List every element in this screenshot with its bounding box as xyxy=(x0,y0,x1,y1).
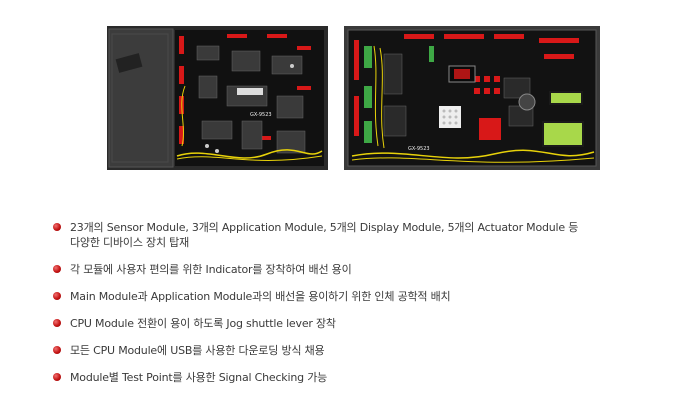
feature-text: Main Module과 Application Module과의 배선을 용이… xyxy=(70,290,451,303)
feature-text: CPU Module 전환이 용이 하도록 Jog shuttle lever … xyxy=(70,317,336,330)
feature-item: 모든 CPU Module에 USB를 사용한 다운로딩 방식 채용 xyxy=(53,343,653,358)
bullet-icon xyxy=(53,346,61,354)
board-label: GX-9523 xyxy=(250,112,272,118)
bullet-icon xyxy=(53,292,61,300)
feature-item: CPU Module 전환이 용이 하도록 Jog shuttle lever … xyxy=(53,316,653,331)
feature-text: 모든 CPU Module에 USB를 사용한 다운로딩 방식 채용 xyxy=(70,344,325,357)
bullet-icon xyxy=(53,265,61,273)
feature-item: Main Module과 Application Module과의 배선을 용이… xyxy=(53,289,653,304)
product-image-board: GX-9523 xyxy=(344,26,600,170)
feature-text-continued: 다양한 디바이스 장치 탑재 xyxy=(70,236,190,249)
feature-text: 각 모듈에 사용자 편의를 위한 Indicator를 장착하여 배선 용이 xyxy=(70,263,352,276)
feature-item: 각 모듈에 사용자 편의를 위한 Indicator를 장착하여 배선 용이 xyxy=(53,262,653,277)
bullet-icon xyxy=(53,373,61,381)
feature-item: 23개의 Sensor Module, 3개의 Application Modu… xyxy=(53,220,653,250)
product-image-open-lid: GX-9523 xyxy=(107,26,328,170)
feature-item: Module별 Test Point를 사용한 Signal Checking … xyxy=(53,370,653,385)
bullet-icon xyxy=(53,223,61,231)
board-label: GX-9523 xyxy=(408,146,430,152)
bullet-icon xyxy=(53,319,61,327)
feature-text: Module별 Test Point를 사용한 Signal Checking … xyxy=(70,371,328,384)
feature-list: 23개의 Sensor Module, 3개의 Application Modu… xyxy=(53,220,653,397)
feature-text: 23개의 Sensor Module, 3개의 Application Modu… xyxy=(70,221,579,234)
